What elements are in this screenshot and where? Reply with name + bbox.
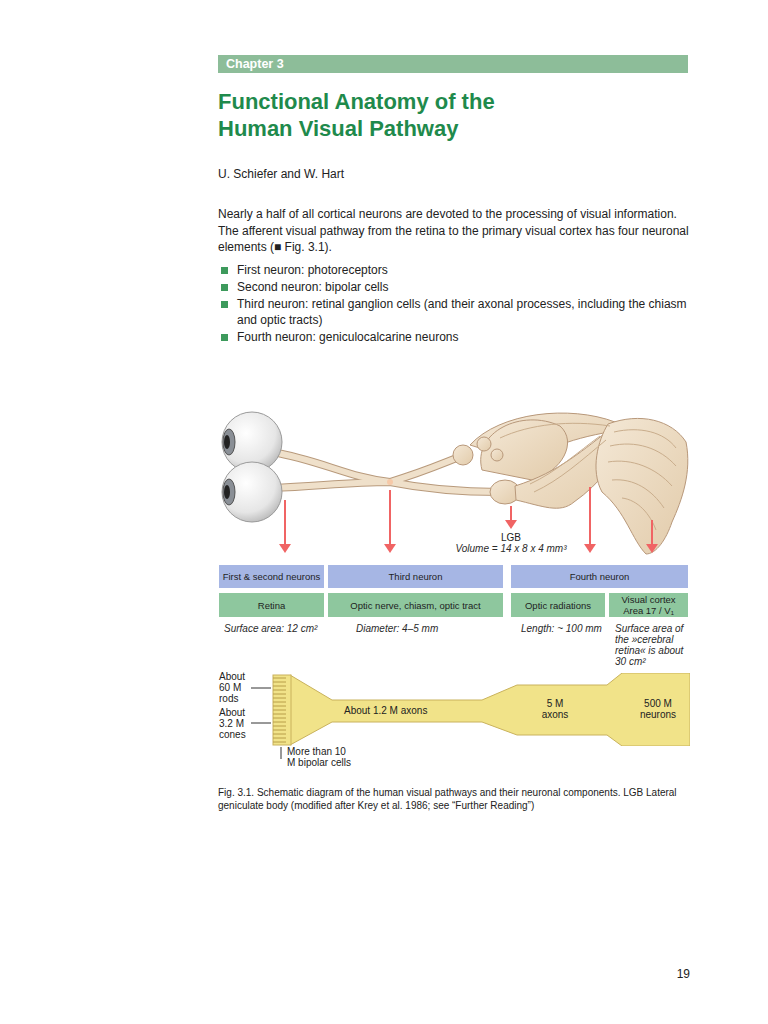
structure-box: Optic nerve, chiasm, optic tract bbox=[328, 593, 503, 617]
page-number: 19 bbox=[660, 966, 690, 983]
box-label: Visual cortex Area 17 / V₁ bbox=[611, 594, 686, 616]
bullet-square bbox=[221, 284, 228, 291]
bullet-square bbox=[221, 267, 228, 274]
pointer-arrows bbox=[279, 487, 658, 553]
dimension-note: Length: ~ 100 mm bbox=[521, 623, 605, 634]
bullet-item: First neuron: photoreceptors bbox=[237, 262, 690, 279]
box-label: Fourth neuron bbox=[570, 571, 630, 582]
neuron-band: Fourth neuron bbox=[511, 565, 688, 588]
structure-box: Visual cortex Area 17 / V₁ bbox=[609, 593, 688, 617]
brain-structures bbox=[453, 413, 688, 554]
bullet-item: Second neuron: bipolar cells bbox=[237, 279, 690, 296]
bullet-item: Fourth neuron: geniculocalcarine neurons bbox=[237, 329, 690, 346]
box-label: First & second neurons bbox=[223, 571, 321, 582]
neuron-band: Third neuron bbox=[328, 565, 503, 588]
neuron-band: First & second neurons bbox=[219, 565, 324, 588]
author-line: U. Schiefer and W. Hart bbox=[218, 166, 518, 183]
cell-count-label: About 60 M rods bbox=[219, 671, 249, 704]
chapter-band: Chapter 3 bbox=[218, 55, 688, 73]
intro-paragraph: Nearly a half of all cortical neurons ar… bbox=[218, 206, 690, 256]
figure-caption: Fig. 3.1. Schematic diagram of the human… bbox=[218, 786, 690, 812]
chapter-title: Functional Anatomy of the Human Visual P… bbox=[218, 88, 548, 142]
lgb-label: LGB bbox=[486, 532, 536, 543]
structure-box: Retina bbox=[219, 593, 324, 617]
chapter-label: Chapter 3 bbox=[226, 56, 284, 72]
bullet-item: Third neuron: retinal ganglion cells (an… bbox=[237, 296, 690, 329]
dimension-note: Surface area of the »cerebral retina« is… bbox=[615, 623, 695, 667]
bullet-square bbox=[221, 301, 228, 308]
dimension-note: Surface area: 12 cm² bbox=[224, 623, 324, 634]
count-label: 5 M axons bbox=[537, 698, 573, 720]
count-label: About 1.2 M axons bbox=[344, 705, 474, 716]
box-label: Retina bbox=[258, 600, 285, 611]
cell-count-label: More than 10 M bipolar cells bbox=[287, 746, 355, 768]
count-label: 500 M neurons bbox=[637, 698, 679, 720]
box-label: Third neuron bbox=[389, 571, 443, 582]
dimension-note: Diameter: 4–5 mm bbox=[356, 623, 466, 634]
neuron-count-funnel: About 1.2 M axons 5 M axons 500 M neurons bbox=[272, 673, 690, 746]
box-label: Optic radiations bbox=[525, 600, 591, 611]
eyeballs bbox=[222, 412, 282, 522]
bullet-square bbox=[221, 334, 228, 341]
structure-box: Optic radiations bbox=[511, 593, 605, 617]
funnel-shape bbox=[272, 673, 690, 746]
cortex-striations bbox=[500, 423, 676, 530]
cell-count-label: About 3.2 M cones bbox=[219, 707, 249, 740]
box-label: Optic nerve, chiasm, optic tract bbox=[350, 600, 480, 611]
volume-dimension: Volume = 14 x 8 x 4 mm³ bbox=[450, 543, 572, 554]
